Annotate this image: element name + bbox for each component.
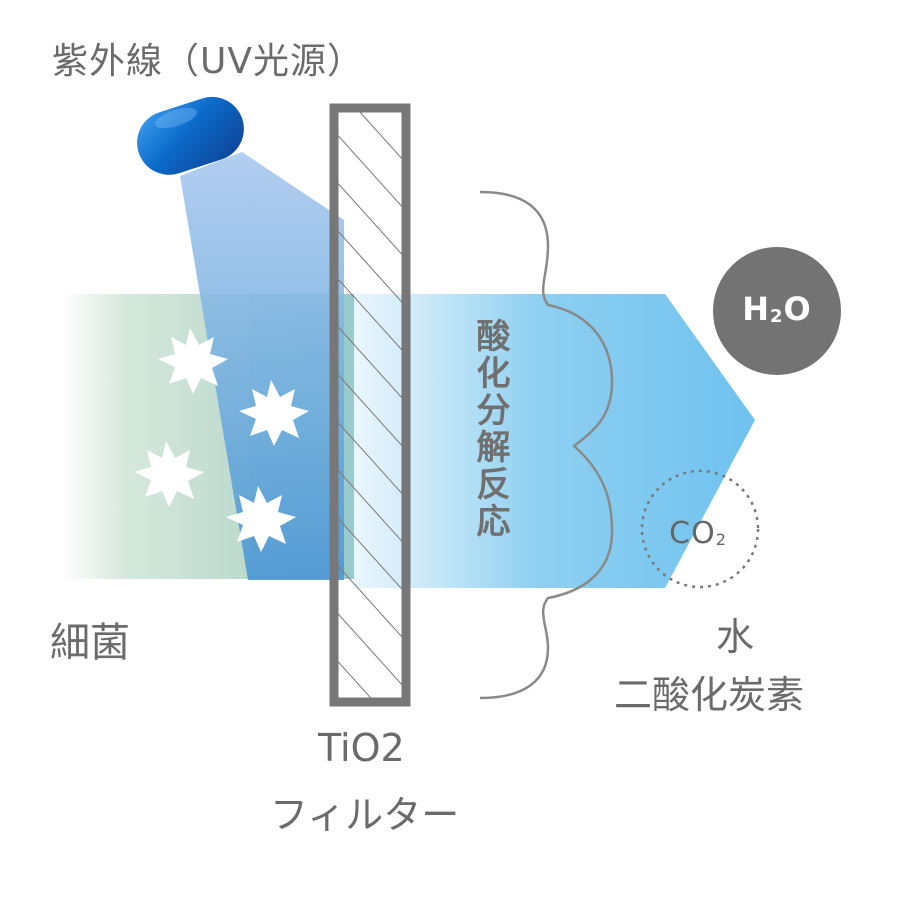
co2-main: CO — [669, 516, 716, 551]
reaction-label: 酸化分解反応 — [470, 318, 510, 540]
bacterium-icon — [226, 486, 296, 552]
bacterium-icon — [158, 328, 228, 394]
h2o-tail: O — [783, 290, 812, 328]
tio2-filter — [329, 103, 411, 707]
uv-beam — [180, 152, 344, 580]
co2-subscript: 2 — [715, 530, 727, 549]
filter-label-line1: TiO2 — [318, 726, 405, 770]
bacteria-cluster — [134, 328, 309, 552]
bacterium-icon — [239, 380, 309, 446]
h2o-subscript: 2 — [770, 306, 784, 327]
h2o-label: H2O — [727, 290, 827, 328]
uv-lamp — [137, 96, 244, 175]
h2o-circle — [713, 247, 841, 375]
h2o-main: H — [742, 290, 771, 328]
bacteria-label: 細菌 — [50, 620, 130, 666]
co2-circle — [640, 469, 760, 589]
co2-formula: CO2 — [648, 516, 748, 551]
filter-label-line2: フィルター — [270, 793, 460, 837]
uv-source-label: 紫外線（UV光源） — [52, 41, 364, 82]
bacterium-icon — [134, 441, 204, 507]
water-label: 水 — [716, 615, 755, 659]
output-arrow — [354, 294, 755, 588]
reaction-brace — [479, 190, 614, 700]
co2-label: 二酸化炭素 — [614, 673, 805, 717]
